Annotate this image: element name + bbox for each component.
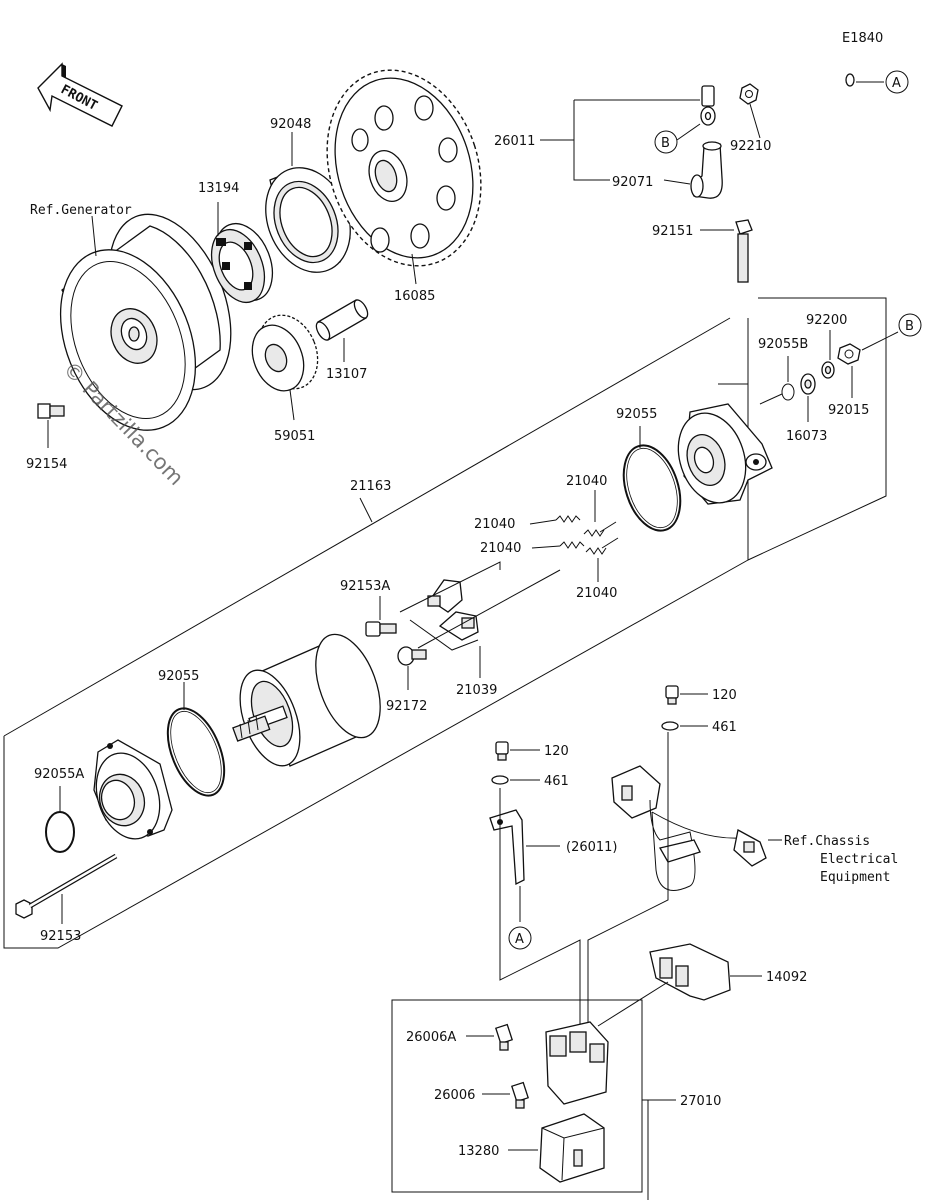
label-92154: 92154 (26, 457, 67, 472)
fuse-26006A (495, 1023, 513, 1051)
nut-92210 (739, 83, 759, 105)
gear-16085 (326, 69, 482, 267)
holder-92048 (265, 167, 351, 273)
callout-a-bottom: A (508, 926, 532, 950)
label-21040-a: 21040 (566, 474, 607, 489)
label-21039: 21039 (456, 683, 497, 698)
starter-relay (545, 1021, 609, 1105)
label-21040-b: 21040 (474, 517, 515, 532)
label-92071: 92071 (612, 175, 653, 190)
ref-chassis-line2: Electrical (820, 852, 898, 867)
label-59051: 59051 (274, 429, 315, 444)
washer-461-a (661, 721, 679, 731)
relay-kit-box (391, 999, 643, 1193)
label-13280: 13280 (458, 1144, 499, 1159)
collar-16073 (800, 373, 816, 395)
boot-92071 (690, 141, 723, 199)
oring-92055A (45, 811, 75, 853)
label-92055B: 92055B (758, 337, 808, 352)
label-16085: 16085 (394, 289, 435, 304)
svg-text:B: B (661, 136, 670, 151)
front-cover (93, 739, 173, 840)
label-92172: 92172 (386, 699, 427, 714)
screw-92172 (397, 646, 427, 666)
label-120-b: 120 (544, 744, 569, 759)
springs-21040 (555, 515, 607, 555)
label-26006: 26006 (434, 1088, 475, 1103)
screw-92153A (365, 621, 397, 637)
callout-b-top: B (654, 130, 678, 154)
label-21040-d: 21040 (576, 586, 617, 601)
bolt-92153 (15, 853, 118, 919)
rear-cover (677, 403, 773, 505)
label-92200: 92200 (806, 313, 847, 328)
starter-bracket-top (758, 297, 887, 318)
callout-b-right: B (898, 313, 922, 337)
relay-boot-13280 (539, 1113, 605, 1183)
clutch-13194 (210, 223, 274, 304)
oring-92055-top (622, 444, 682, 532)
label-14092: 14092 (766, 970, 807, 985)
svg-text:A: A (892, 76, 901, 91)
brush-holder-21039 (427, 579, 479, 641)
cable-26011-lower (489, 809, 525, 886)
ref-generator: Ref.Generator (30, 203, 132, 218)
label-92210: 92210 (730, 139, 771, 154)
nut-92015 (837, 343, 861, 365)
label-21040-c: 21040 (480, 541, 521, 556)
label-92153: 92153 (40, 929, 81, 944)
shaft-13107 (315, 299, 369, 341)
bolt-120-b (495, 741, 509, 761)
front-arrow: FRONT (37, 62, 126, 127)
label-461-a: 461 (712, 720, 737, 735)
relay-harness (611, 765, 767, 891)
label-92048: 92048 (270, 117, 311, 132)
washer-92200 (821, 361, 835, 379)
label-26011-paren: (26011) (566, 840, 618, 855)
label-21163: 21163 (350, 479, 391, 494)
label-92055-top: 92055 (616, 407, 657, 422)
label-16073: 16073 (786, 429, 827, 444)
gear-59051 (251, 314, 319, 392)
svg-text:B: B (905, 319, 914, 334)
label-92015: 92015 (828, 403, 869, 418)
bolt-92151 (735, 219, 753, 283)
ref-chassis-line3: Equipment (820, 870, 890, 885)
oring-92055-mid (166, 707, 226, 797)
label-461-b: 461 (544, 774, 569, 789)
label-92055A: 92055A (34, 767, 84, 782)
label-26006A: 26006A (406, 1030, 456, 1045)
callout-a-top: A (885, 70, 909, 94)
starter-yoke (232, 633, 381, 767)
battery-cable-26011 (700, 60, 855, 126)
bolt-120-a (665, 685, 679, 705)
label-92055-mid: 92055 (158, 669, 199, 684)
ref-chassis-line1: Ref.Chassis (784, 834, 870, 849)
washer-461-b (491, 775, 509, 785)
relay-cover-14092 (649, 943, 731, 1001)
label-26011: 26011 (494, 134, 535, 149)
oring-92055B (781, 383, 795, 401)
label-13194: 13194 (198, 181, 239, 196)
svg-text:A: A (515, 932, 524, 947)
starter-frame-right (747, 318, 887, 561)
label-13107: 13107 (326, 367, 367, 382)
label-92151: 92151 (652, 224, 693, 239)
label-27010: 27010 (680, 1094, 721, 1109)
label-120-a: 120 (712, 688, 737, 703)
fuse-26006 (511, 1081, 529, 1109)
bolt-92154 (37, 403, 65, 419)
starter-frame-diag (3, 317, 731, 737)
generator-rotor (59, 213, 232, 431)
diagram-code: E1840 (842, 31, 883, 46)
label-92153A: 92153A (340, 579, 390, 594)
